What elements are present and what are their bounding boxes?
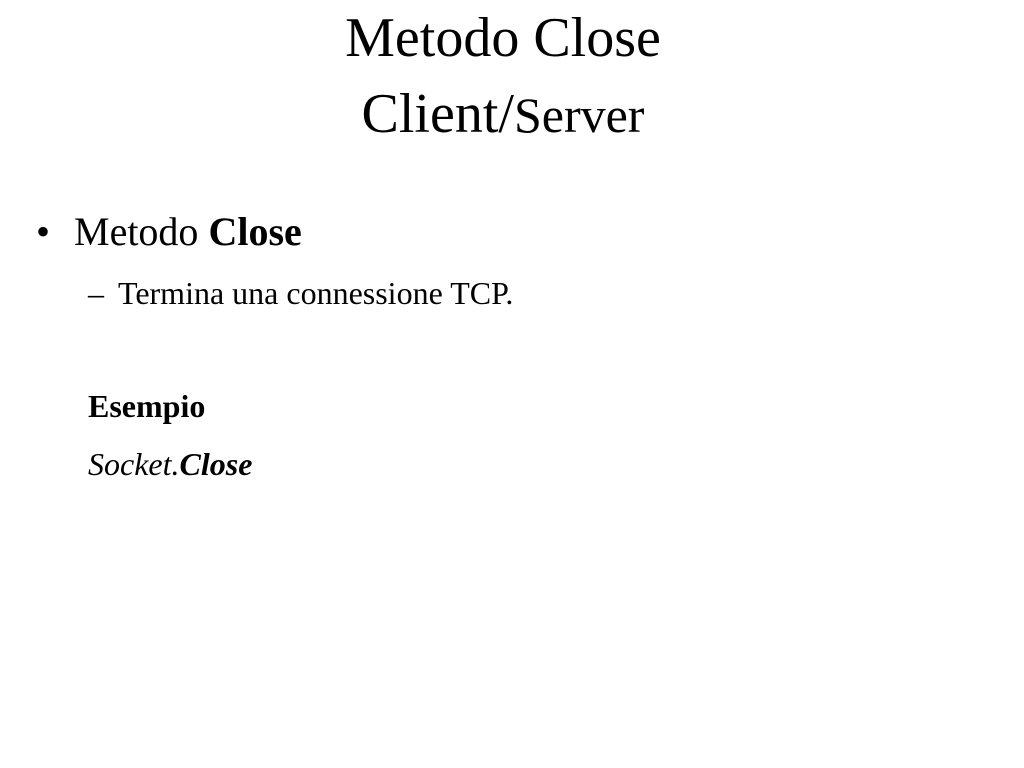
title-server-text: Server [513, 87, 645, 143]
bullet-text: Metodo [74, 209, 209, 254]
title-line-2: Client/Server [0, 76, 1006, 153]
example-code: Socket.Close [88, 442, 252, 486]
bullet-text-bold: Close [208, 209, 302, 254]
example-code-object: Socket. [88, 446, 180, 482]
example-label: Esempio [88, 388, 206, 424]
sub-bullet-item: –Termina una connessione TCP. [88, 271, 513, 315]
bullet-marker: • [36, 209, 51, 254]
example-code-method: Close [179, 446, 253, 482]
sub-bullet-text: Termina una connessione TCP. [118, 275, 514, 311]
slide-title: Metodo Close Client/Server [0, 0, 1006, 153]
title-client-text: Client/ [361, 83, 514, 145]
title-line-1: Metodo Close [345, 7, 661, 69]
bullet-item-metodo-close: • Metodo Close [36, 206, 302, 258]
sub-bullet-marker: – [88, 275, 104, 311]
